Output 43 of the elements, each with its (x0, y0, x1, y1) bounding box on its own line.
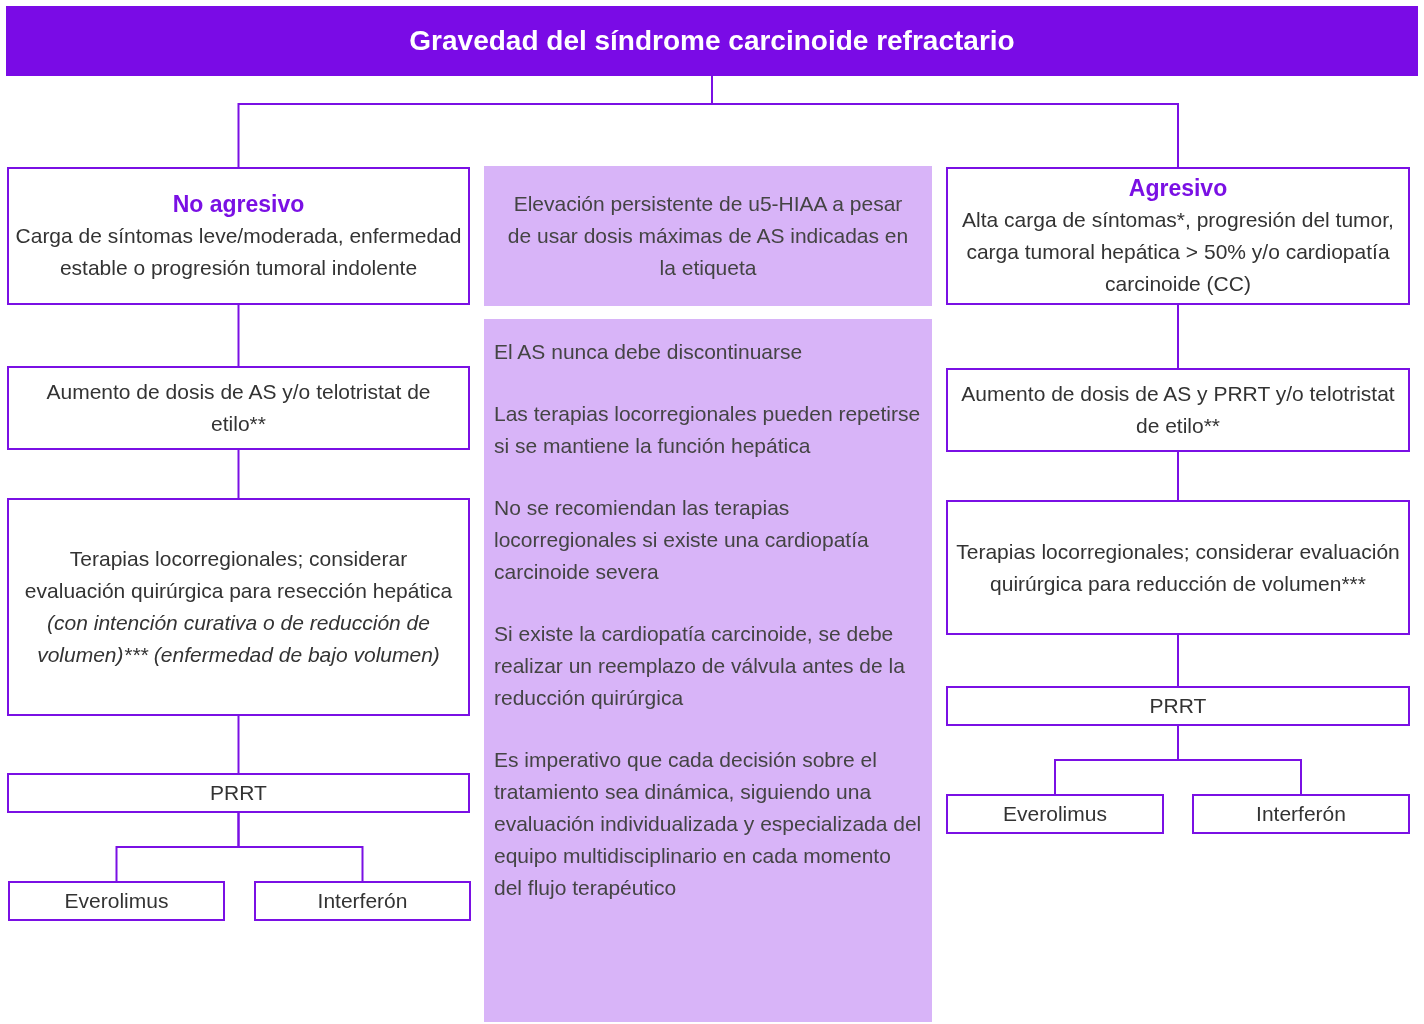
treatment-box (7, 366, 470, 450)
treatment-text: Terapias locorregionales; considerar evaluación quirúrgica para resección hepática (con intención curativa o de reducción de volumen)*** (enfermedad de bajo volumen) (23, 546, 454, 668)
note-text: El AS nunca debe discontinuarse (494, 339, 804, 365)
connector-line (237, 715, 240, 774)
treatment-box (8, 881, 225, 921)
note-text: Si existe la cardiopatía carcinoide, se debe realizar un reemplazo de válvula antes de la reducción quirúrgica (494, 621, 906, 711)
connector-line (237, 304, 240, 367)
info-panel (484, 166, 932, 306)
category-description: Carga de síntomas leve/moderada, enfermedad estable o progresión tumoral indolente (14, 223, 463, 281)
note-text: Las terapias locorregionales pueden repetirse si se mantiene la función hepática (494, 401, 922, 459)
connector-line (1177, 304, 1179, 369)
connector-line (1177, 634, 1179, 687)
connector-line (1177, 725, 1302, 795)
category-box (7, 167, 470, 305)
category-heading: No agresivo (172, 190, 305, 219)
treatment-text: PRRT (210, 780, 267, 806)
treatment-box (7, 498, 470, 716)
treatment-box (946, 500, 1410, 635)
treatment-text: Interferón (317, 888, 408, 914)
category-box (946, 167, 1410, 305)
treatment-text: Aumento de dosis de AS y/o telotristat de etilo** (45, 379, 432, 437)
treatment-box (946, 686, 1410, 726)
connector-line (237, 812, 364, 882)
treatment-box (1192, 794, 1410, 834)
treatment-box (946, 368, 1410, 452)
notes-panel (484, 319, 932, 1022)
info-text: Elevación persistente de u5-HIAA a pesar de usar dosis máximas de AS indicadas en la etiqueta (506, 191, 910, 281)
note-text: Es imperativo que cada decisión sobre el tratamiento sea dinámica, siguiendo una evaluación individualizada y especializada del equipo multidisciplinario en cada momento del flujo terapéutico (494, 747, 922, 901)
treatment-text: Aumento de dosis de AS y PRRT y/o telotristat de etilo** (960, 381, 1396, 439)
treatment-text: Terapias locorregionales; considerar evaluación quirúrgica para reducción de volumen*** (956, 538, 1400, 597)
category-description: Alta carga de síntomas*, progresión del tumor, carga tumoral hepática > 50% y/o cardiopatía carcinoide (CC) (961, 207, 1395, 297)
title-banner: Gravedad del síndrome carcinoide refractario (6, 6, 1418, 76)
connector-line (237, 449, 240, 499)
treatment-text: PRRT (1149, 693, 1207, 719)
connector-line (1177, 451, 1179, 501)
category-heading: Agresivo (1128, 174, 1228, 203)
note-text: No se recomiendan las terapias locorregionales si existe una cardiopatía carcinoide severa (494, 495, 870, 585)
treatment-text: Interferón (1256, 801, 1346, 827)
treatment-text: Everolimus (64, 888, 169, 914)
treatment-box (254, 881, 471, 921)
treatment-box (946, 794, 1164, 834)
treatment-text: Everolimus (1003, 801, 1107, 827)
treatment-box (7, 773, 470, 813)
